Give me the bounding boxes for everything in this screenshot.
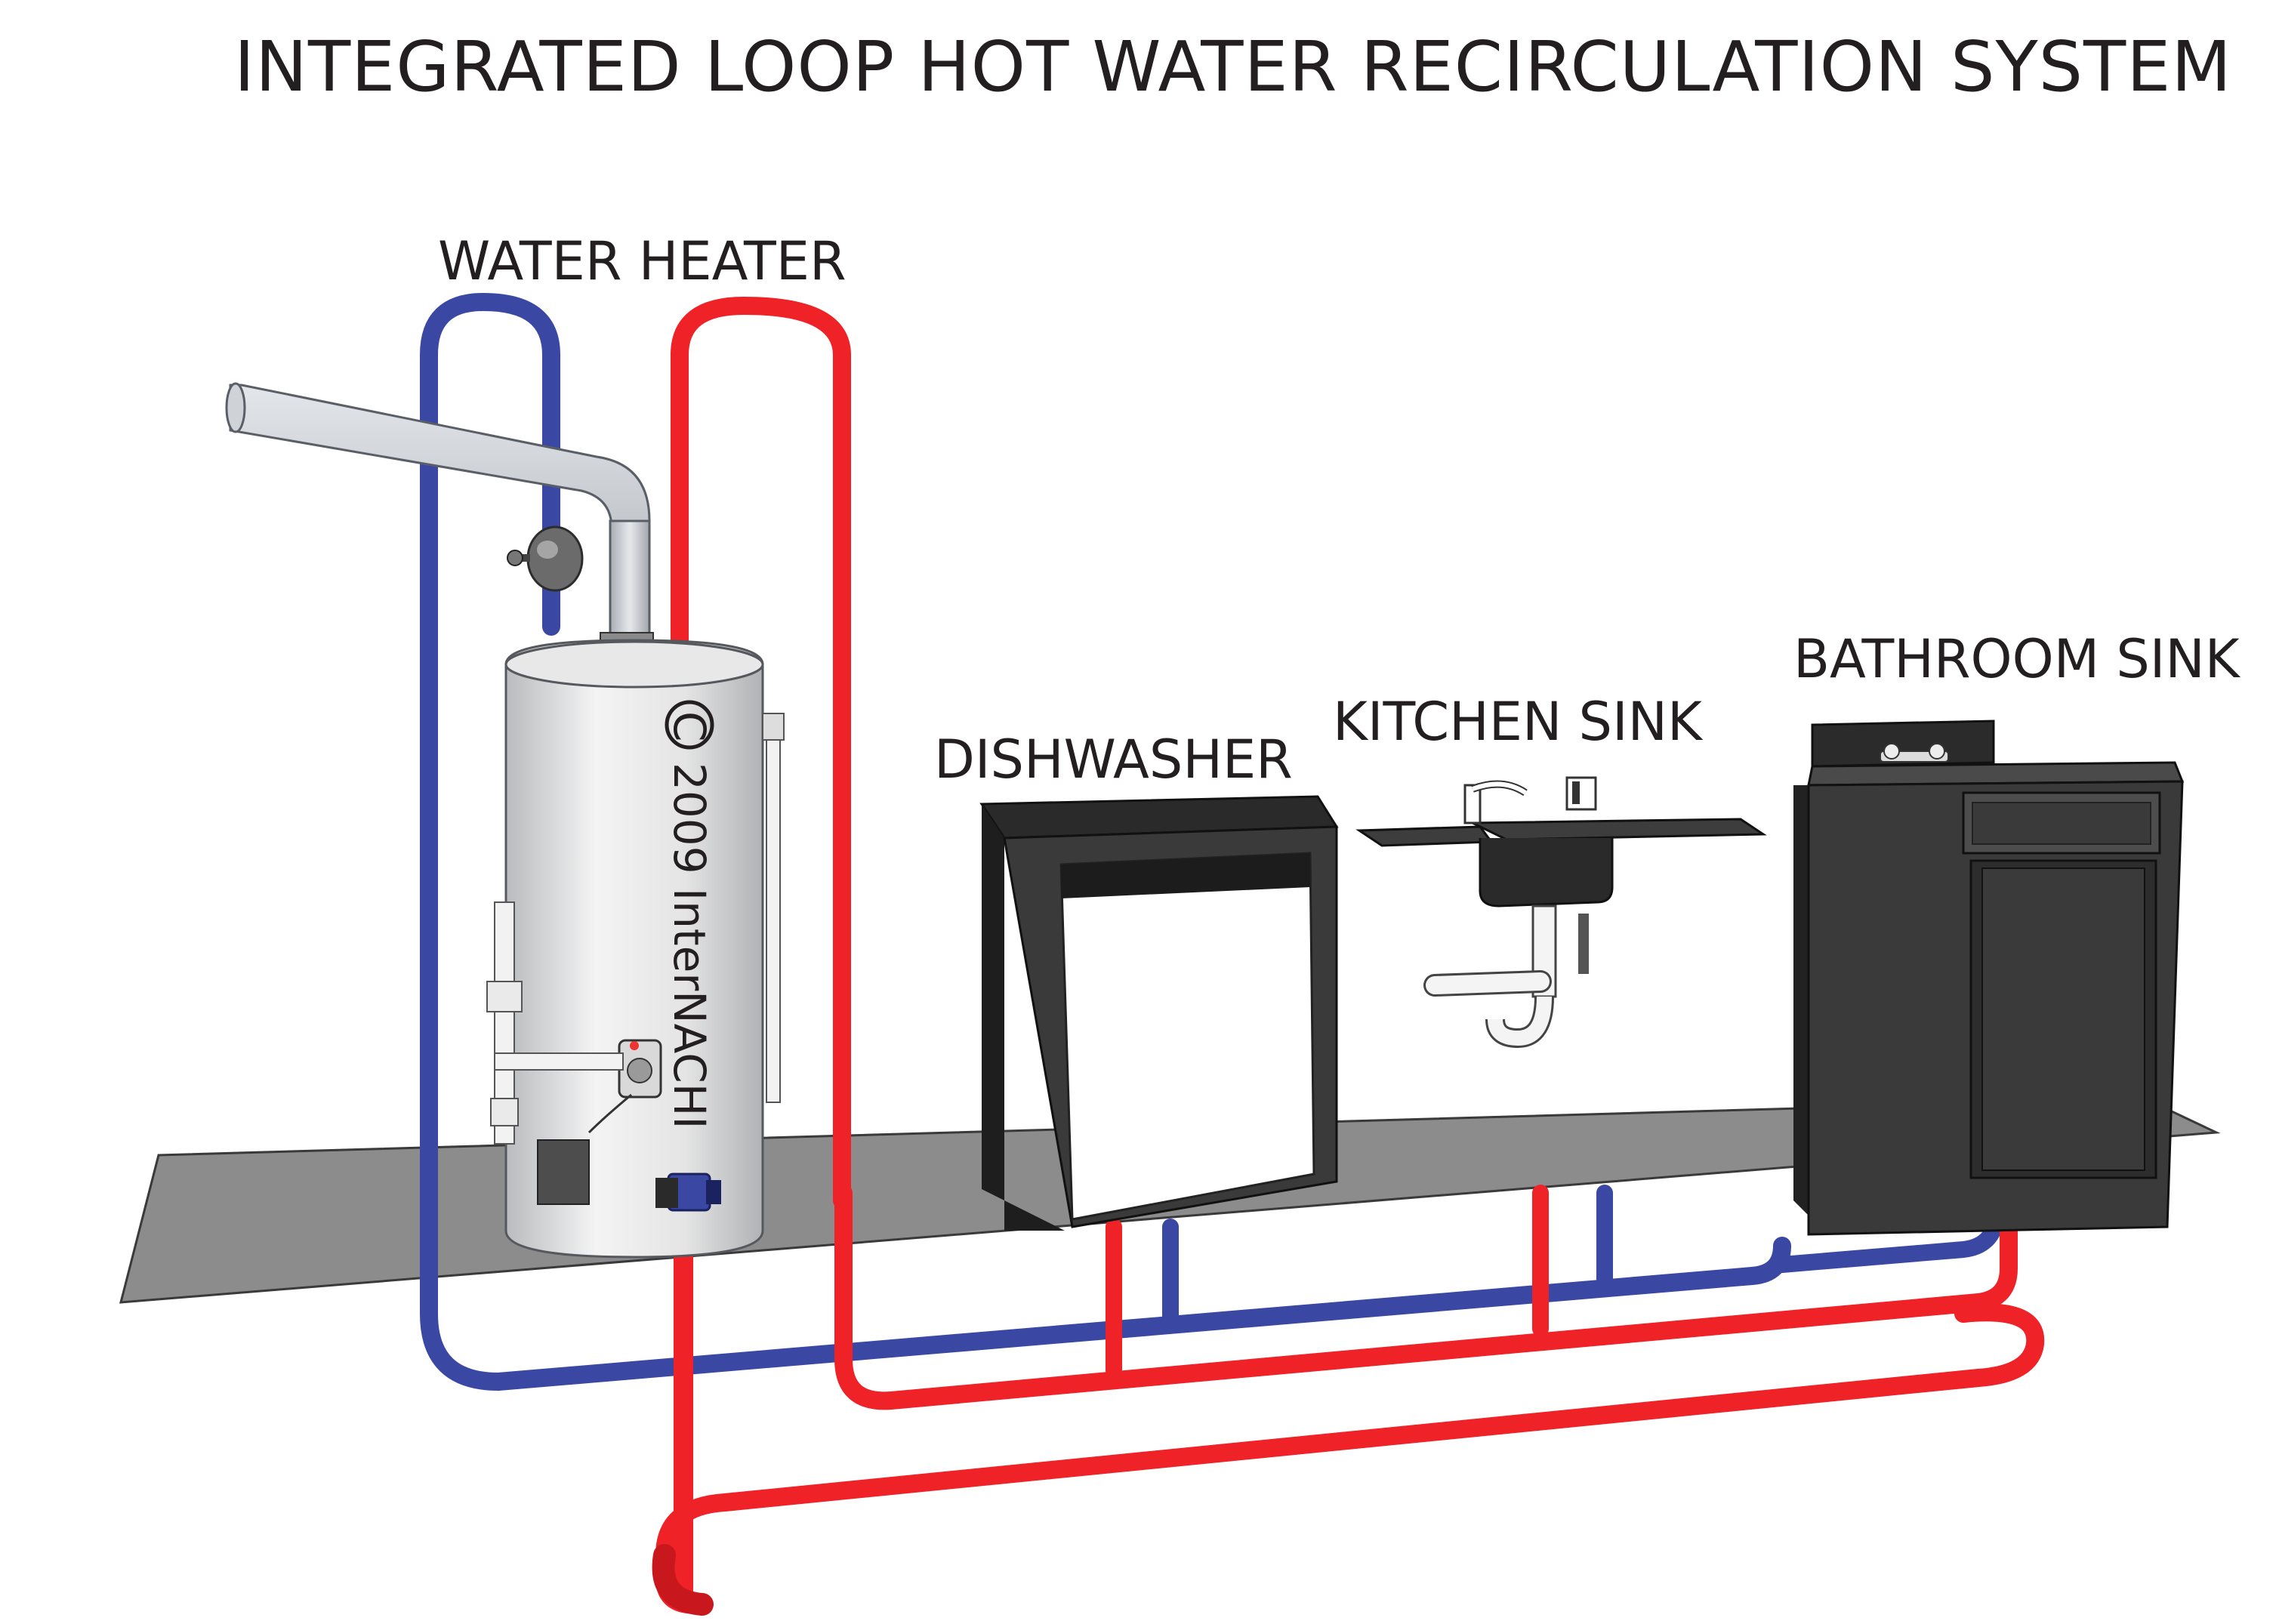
label-kitchen-sink: KITCHEN SINK: [1333, 691, 1704, 753]
water-heater-tank: [486, 632, 785, 1259]
copyright-mark: C 2009 InterNACHI: [664, 700, 715, 1129]
cold-shutoff-valve: [507, 525, 584, 592]
recirculation-pump: [655, 1173, 721, 1212]
dishwasher: [979, 795, 1339, 1231]
flue-vent: [225, 382, 651, 651]
bathroom-vanity: [1793, 720, 2185, 1236]
label-bathroom-sink: BATHROOM SINK: [1793, 628, 2241, 690]
diagram-title: INTEGRATED LOOP HOT WATER RECIRCULATION …: [234, 26, 2232, 107]
hot-supply-riser: [671, 297, 851, 1210]
copyright-circle: [665, 700, 714, 750]
copyright-text: 2009 InterNACHI: [664, 763, 715, 1129]
label-water-heater: WATER HEATER: [438, 230, 847, 292]
label-dishwasher: DISHWASHER: [934, 729, 1293, 790]
copyright-symbol: C: [664, 711, 715, 742]
hot-supply-main: [834, 1146, 2018, 1410]
hot-return-tail: [652, 1544, 714, 1616]
kitchen-sink: [1355, 776, 1767, 1049]
cold-supply-riser: [420, 293, 560, 1240]
